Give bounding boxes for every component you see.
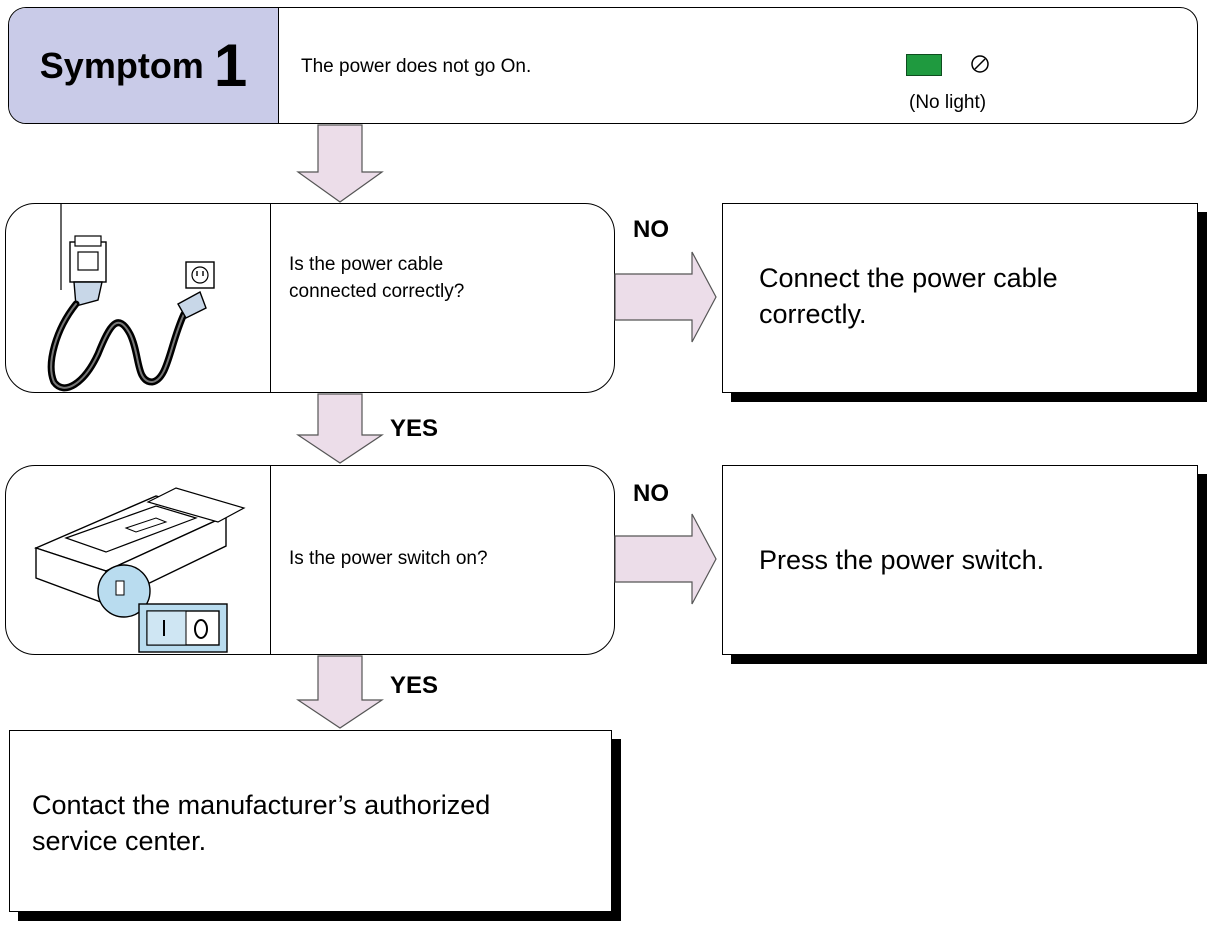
question-1-line-1: Is the power cable (289, 254, 444, 275)
down-arrow-1 (296, 124, 384, 203)
right-arrow-1 (614, 251, 717, 343)
answer-2-line-1: Press the power switch. (759, 545, 1045, 575)
answer-box-connect-cable: Connect the power cable correctly. (722, 203, 1198, 393)
question-box-power-switch: Is the power switch on? (5, 465, 615, 655)
answer-3-line-1: Contact the manufacturer’s authorized (32, 790, 491, 820)
answer-1-line-2: correctly. (759, 299, 867, 330)
down-arrow-2 (296, 393, 384, 464)
question-2-line-1: Is the power switch on? (289, 548, 488, 569)
symptom-number: 1 (213, 31, 248, 99)
power-icon (971, 55, 989, 73)
down-arrow-3 (296, 655, 384, 729)
power-cable-illustration (6, 204, 271, 392)
question-1-line-2: connected correctly? (289, 280, 465, 302)
indicator-note: (No light) (909, 92, 987, 113)
answer-box-contact-service: Contact the manufacturer’s authorized se… (9, 730, 612, 912)
answer-1-line-1: Connect the power cable (759, 263, 1058, 293)
branch-label-yes-2: YES (390, 672, 439, 699)
right-arrow-2 (614, 513, 717, 605)
answer-box-press-switch: Press the power switch. (722, 465, 1198, 655)
branch-label-no-1: NO (633, 216, 669, 243)
symptom-word: Symptom (39, 44, 204, 86)
question-box-power-cable: Is the power cable connected correctly? (5, 203, 615, 393)
status-indicator-light (906, 54, 942, 76)
scanner-power-switch-illustration (6, 466, 271, 654)
answer-3-line-2: service center. (32, 826, 207, 857)
symptom-label-cell: Symptom 1 (9, 8, 279, 123)
symptom-header: Symptom 1 The power does not go On. (No … (8, 7, 1198, 124)
branch-label-no-2: NO (633, 480, 669, 507)
branch-label-yes-1: YES (390, 415, 439, 442)
symptom-description: The power does not go On. (301, 56, 532, 77)
